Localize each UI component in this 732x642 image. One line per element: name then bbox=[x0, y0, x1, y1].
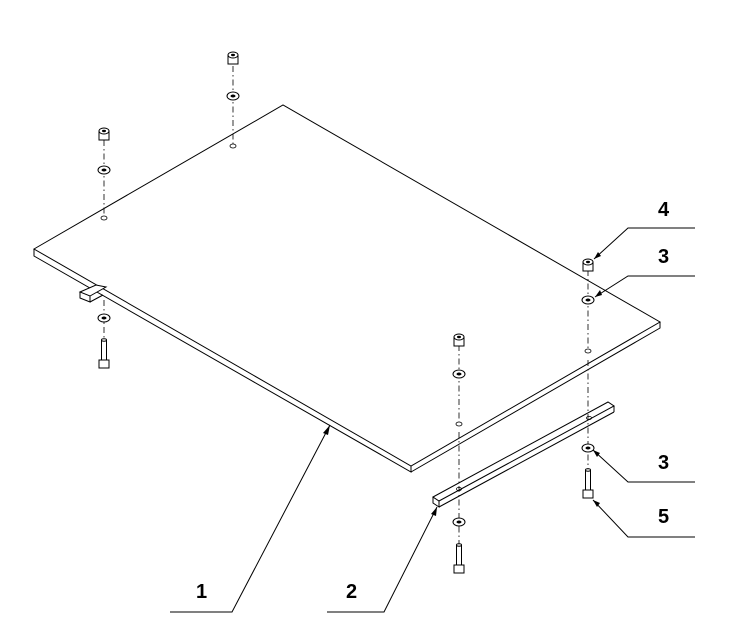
leader-lines bbox=[170, 227, 695, 613]
plate bbox=[32, 104, 662, 473]
washers bbox=[97, 91, 595, 527]
bolt-middle bbox=[453, 543, 465, 574]
center-lines bbox=[103, 66, 589, 545]
bolt-right bbox=[582, 468, 594, 499]
nut-right bbox=[582, 258, 594, 272]
plate-tab bbox=[78, 284, 108, 303]
callout-part-4: 4 bbox=[658, 199, 670, 221]
callout-part-5: 5 bbox=[658, 506, 669, 528]
callout-part-3-upper: 3 bbox=[658, 246, 669, 268]
callout-part-3-lower: 3 bbox=[658, 452, 669, 474]
callout-part-1: 1 bbox=[196, 581, 207, 603]
bolt-left bbox=[98, 338, 110, 369]
nut-middle bbox=[453, 333, 465, 347]
nut-top-left bbox=[98, 127, 110, 141]
nut-top-center bbox=[227, 51, 239, 65]
callout-part-2: 2 bbox=[346, 581, 357, 603]
